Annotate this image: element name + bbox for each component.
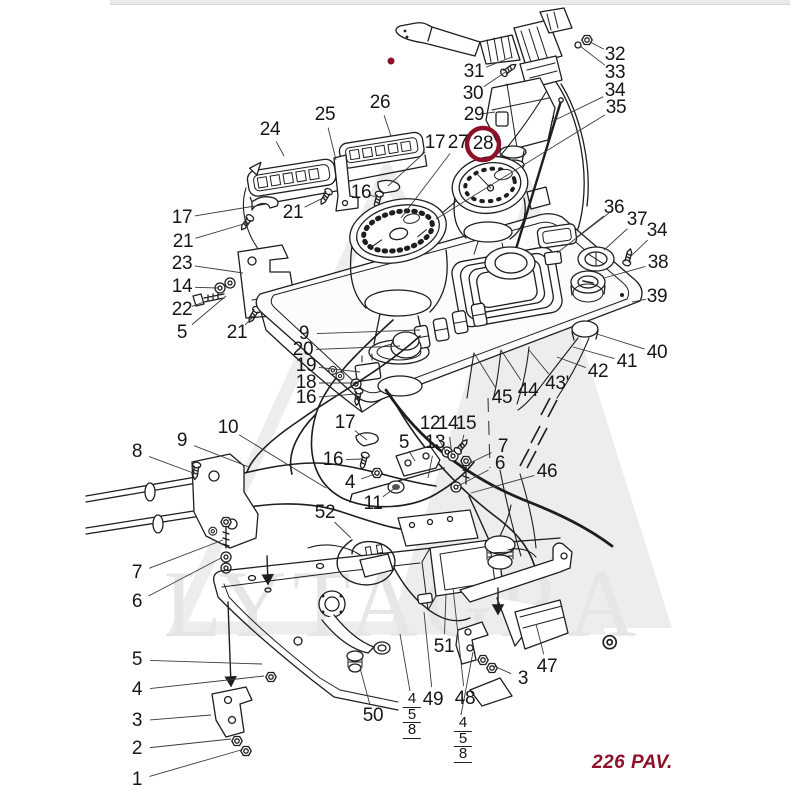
leader-line [387, 151, 426, 187]
leader-line [149, 675, 265, 690]
leader-line [556, 212, 610, 254]
callout-overlay [148, 41, 648, 777]
cable-break-mark [540, 397, 551, 416]
highlight-circle [464, 125, 502, 163]
leader-line [473, 352, 496, 388]
leader-line [572, 346, 615, 359]
leader-line [327, 127, 337, 161]
leader-line [500, 349, 522, 381]
leader-line [631, 298, 646, 303]
leader-line [579, 45, 605, 66]
leader-line [345, 458, 363, 461]
leader-line [149, 749, 242, 777]
leader-line [400, 153, 451, 219]
leader-line [550, 96, 604, 123]
panel-right-items [517, 223, 635, 411]
stalk-switch-assembly [395, 7, 593, 250]
leader-line [148, 557, 222, 597]
leader-line [528, 349, 550, 375]
leader-line [596, 333, 645, 350]
leader-line [485, 56, 513, 68]
leader-line [493, 665, 512, 675]
leader-line [318, 393, 357, 398]
leader-line [576, 215, 605, 238]
leader-line [457, 469, 489, 487]
leader-line [149, 738, 232, 749]
leader-line [408, 450, 416, 462]
leader-line [191, 301, 205, 307]
cable-break-mark [526, 450, 537, 469]
leader-line [315, 345, 401, 350]
leader-line [149, 714, 212, 721]
cable-break-mark [537, 427, 548, 446]
red-dot-annotation [387, 57, 395, 65]
leader-line [628, 239, 648, 259]
leader-line [275, 141, 285, 157]
leader-line [149, 456, 197, 475]
leader-line [316, 329, 421, 335]
leader-line [444, 593, 447, 635]
top-divider [110, 0, 790, 5]
cable-break-mark [519, 448, 530, 467]
under-panel-hardware [350, 346, 537, 557]
cable-break-mark [547, 399, 558, 418]
leader-line [535, 623, 545, 655]
leader-line [318, 366, 361, 373]
leader-line [194, 205, 256, 217]
leader-line [460, 434, 465, 449]
leader-line [460, 651, 474, 716]
leader-line [149, 659, 263, 665]
leader-line [382, 487, 396, 498]
leader-line [436, 435, 447, 453]
leader-line [359, 667, 371, 704]
leader-line [449, 436, 453, 456]
leader-line [399, 633, 411, 692]
cable-break-mark [530, 425, 541, 444]
leader-line [304, 196, 326, 208]
speedometer-gauge [349, 198, 448, 397]
leader-line [383, 115, 392, 137]
lower-console-frame [208, 504, 573, 757]
leader-line [452, 587, 465, 687]
leader-line [195, 222, 248, 239]
leader-line [603, 266, 646, 279]
leader-line [148, 539, 224, 569]
leader-line [467, 452, 492, 465]
figure-reference: 226 PAV. [592, 752, 673, 773]
leader-line [423, 611, 433, 688]
leader-line [427, 455, 433, 479]
leader-line [194, 265, 244, 274]
leader-line [193, 445, 250, 468]
leader-line [194, 286, 219, 289]
dashed-leader-line [487, 397, 491, 469]
leader-line [368, 194, 378, 198]
leader-line [483, 111, 496, 115]
leader-line [334, 521, 352, 539]
leader-line [556, 356, 586, 368]
leader-line [483, 70, 508, 88]
leader-line [361, 473, 376, 480]
leader-line [191, 295, 227, 325]
leader-line [470, 475, 535, 494]
leader-line [603, 228, 628, 251]
leader-line [354, 430, 368, 441]
leader-line [435, 114, 606, 220]
leader-line [244, 314, 256, 326]
leader-line [589, 41, 604, 50]
leader-line [238, 434, 327, 489]
